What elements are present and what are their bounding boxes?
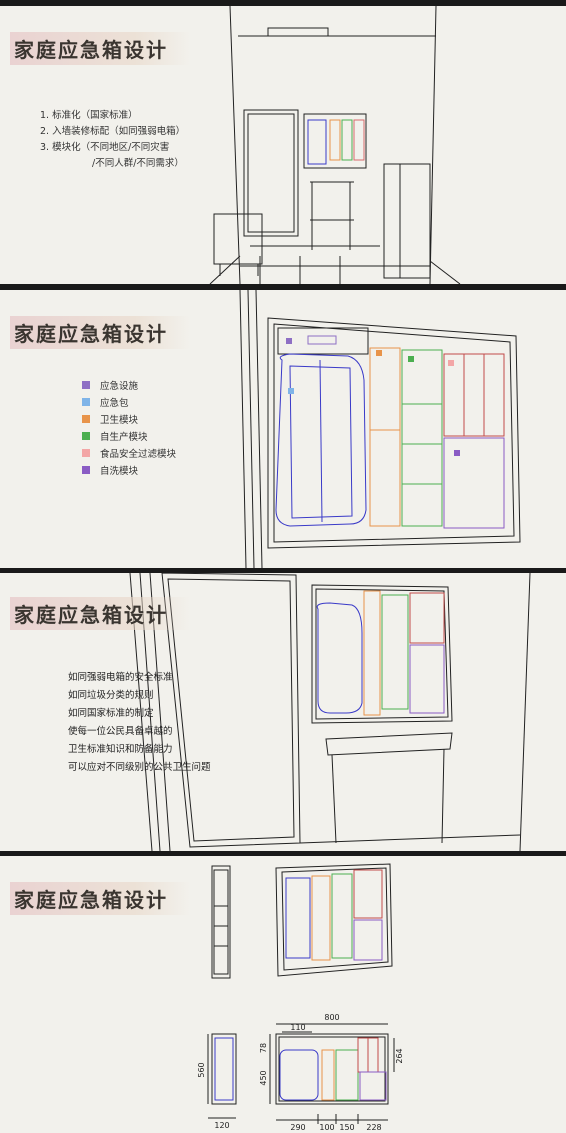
panel-3: 家庭应急箱设计 如同强弱电箱的安全标准 如同垃圾分类的规则 如同国家标准的制定 … — [0, 573, 566, 851]
description-line: 如同强弱电箱的安全标准 — [68, 672, 173, 683]
dim-top-height: 78 — [259, 1043, 268, 1053]
description-line: 如同国家标准的制定 — [68, 708, 154, 719]
list-item: 2. 入墙装修标配（如同强弱电箱） — [40, 126, 186, 137]
legend-label: 自生产模块 — [100, 431, 148, 443]
legend-label: 食品安全过滤模块 — [100, 448, 177, 460]
dim-w2: 100 — [319, 1123, 334, 1132]
room-sketch-1 — [209, 6, 461, 284]
legend-label: 卫生模块 — [100, 414, 139, 426]
legend-item: 自洗模块 — [82, 461, 176, 478]
legend-swatch — [82, 380, 90, 389]
dim-depth: 120 — [214, 1121, 229, 1130]
description-line: 可以应对不同级别的公共卫生问题 — [68, 762, 211, 773]
legend-swatch — [82, 448, 90, 457]
page-title: 家庭应急箱设计 — [10, 882, 190, 915]
dim-w1: 290 — [290, 1123, 305, 1132]
description-text: 如同强弱电箱的安全标准 如同垃圾分类的规则 如同国家标准的制定 使每一位公民具备… — [68, 669, 211, 777]
description-line: 卫生标准知识和防备能力 — [68, 744, 173, 755]
legend-label: 自洗模块 — [100, 465, 139, 477]
description-line: 如同垃圾分类的规则 — [68, 690, 154, 701]
legend-swatch — [82, 465, 90, 474]
legend-item: 食品安全过滤模块 — [82, 444, 176, 461]
legend-item: 自生产模块 — [82, 427, 176, 444]
dim-side-height: 560 — [197, 1062, 206, 1077]
page-title: 家庭应急箱设计 — [10, 32, 190, 65]
panel-4: 800 110 78 450 560 264 120 290 100 150 2… — [0, 856, 566, 1133]
dim-top-offset: 110 — [290, 1023, 305, 1032]
panel-1: 家庭应急箱设计 1. 标准化（国家标准） 2. 入墙装修标配（如同强弱电箱） 3… — [0, 6, 566, 284]
legend-item: 应急包 — [82, 393, 176, 410]
list-item: 1. 标准化（国家标准） — [40, 110, 138, 121]
list-item: 3. 模块化（不同地区/不同灾害 — [40, 142, 170, 153]
technical-drawing: 800 110 78 450 560 264 120 290 100 150 2… — [197, 863, 404, 1132]
legend-label: 应急设施 — [100, 380, 139, 392]
legend-label: 应急包 — [100, 397, 129, 409]
dim-w4: 228 — [366, 1123, 381, 1132]
panel-2: 家庭应急箱设计 应急设施 应急包 卫生模块 自生产模块 食品安全过滤模块 自洗模… — [0, 290, 566, 568]
legend-item: 卫生模块 — [82, 410, 176, 427]
dim-w3: 150 — [339, 1123, 354, 1132]
feature-list: 1. 标准化（国家标准） 2. 入墙装修标配（如同强弱电箱） 3. 模块化（不同… — [40, 108, 185, 172]
dim-height: 450 — [259, 1070, 268, 1085]
legend-swatch — [82, 414, 90, 423]
list-item: /不同人群/不同需求） — [92, 158, 184, 169]
page-title: 家庭应急箱设计 — [10, 316, 190, 349]
box-detail-sketch — [239, 290, 521, 568]
legend-item: 应急设施 — [82, 376, 176, 393]
legend: 应急设施 应急包 卫生模块 自生产模块 食品安全过滤模块 自洗模块 — [82, 376, 176, 478]
legend-swatch — [82, 431, 90, 440]
description-line: 使每一位公民具备卓越的 — [68, 726, 173, 737]
page-title: 家庭应急箱设计 — [10, 597, 190, 630]
dim-right-height: 264 — [395, 1048, 404, 1063]
dim-total-width: 800 — [324, 1013, 339, 1022]
legend-swatch — [82, 397, 90, 406]
